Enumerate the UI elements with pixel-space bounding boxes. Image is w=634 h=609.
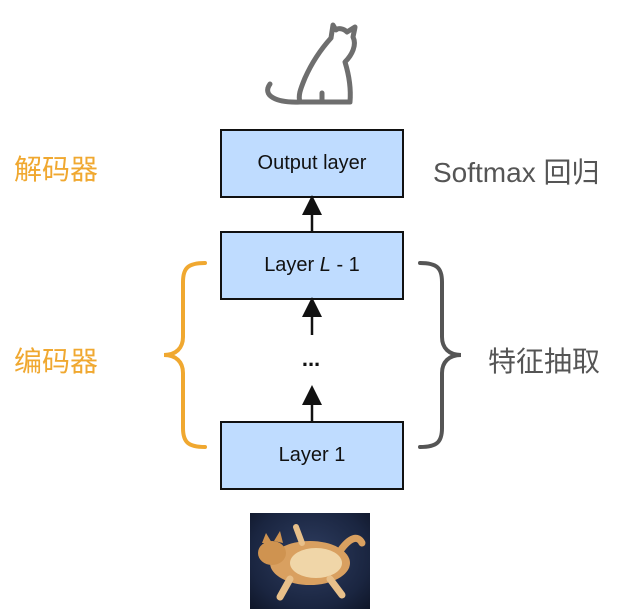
- layer-l-prefix: Layer: [264, 254, 320, 276]
- layer-1-box: Layer 1: [220, 421, 404, 490]
- output-layer-label: Output layer: [257, 152, 367, 174]
- encoder-label: 编码器: [14, 345, 99, 378]
- layer-l-minus-1-label: Layer L - 1: [264, 254, 360, 277]
- decoder-label: 解码器: [14, 153, 99, 186]
- layer-l-minus-1-box: Layer L - 1: [220, 231, 404, 300]
- feature-brace: [418, 261, 462, 449]
- cat-photo-drawing: [258, 524, 366, 601]
- layer-l-suffix: - 1: [330, 254, 360, 276]
- softmax-text: Softmax 回归: [433, 157, 600, 188]
- layer-1-label: Layer 1: [278, 444, 346, 466]
- softmax-label: Softmax 回归: [433, 151, 599, 191]
- output-layer-box: Output layer: [220, 129, 404, 198]
- encoder-brace: [163, 261, 207, 449]
- layer-l-italic: L: [319, 254, 331, 276]
- cat-photo: [250, 513, 370, 609]
- feature-extraction-label: 特征抽取: [488, 345, 601, 378]
- ellipsis-text: ...: [301, 346, 321, 371]
